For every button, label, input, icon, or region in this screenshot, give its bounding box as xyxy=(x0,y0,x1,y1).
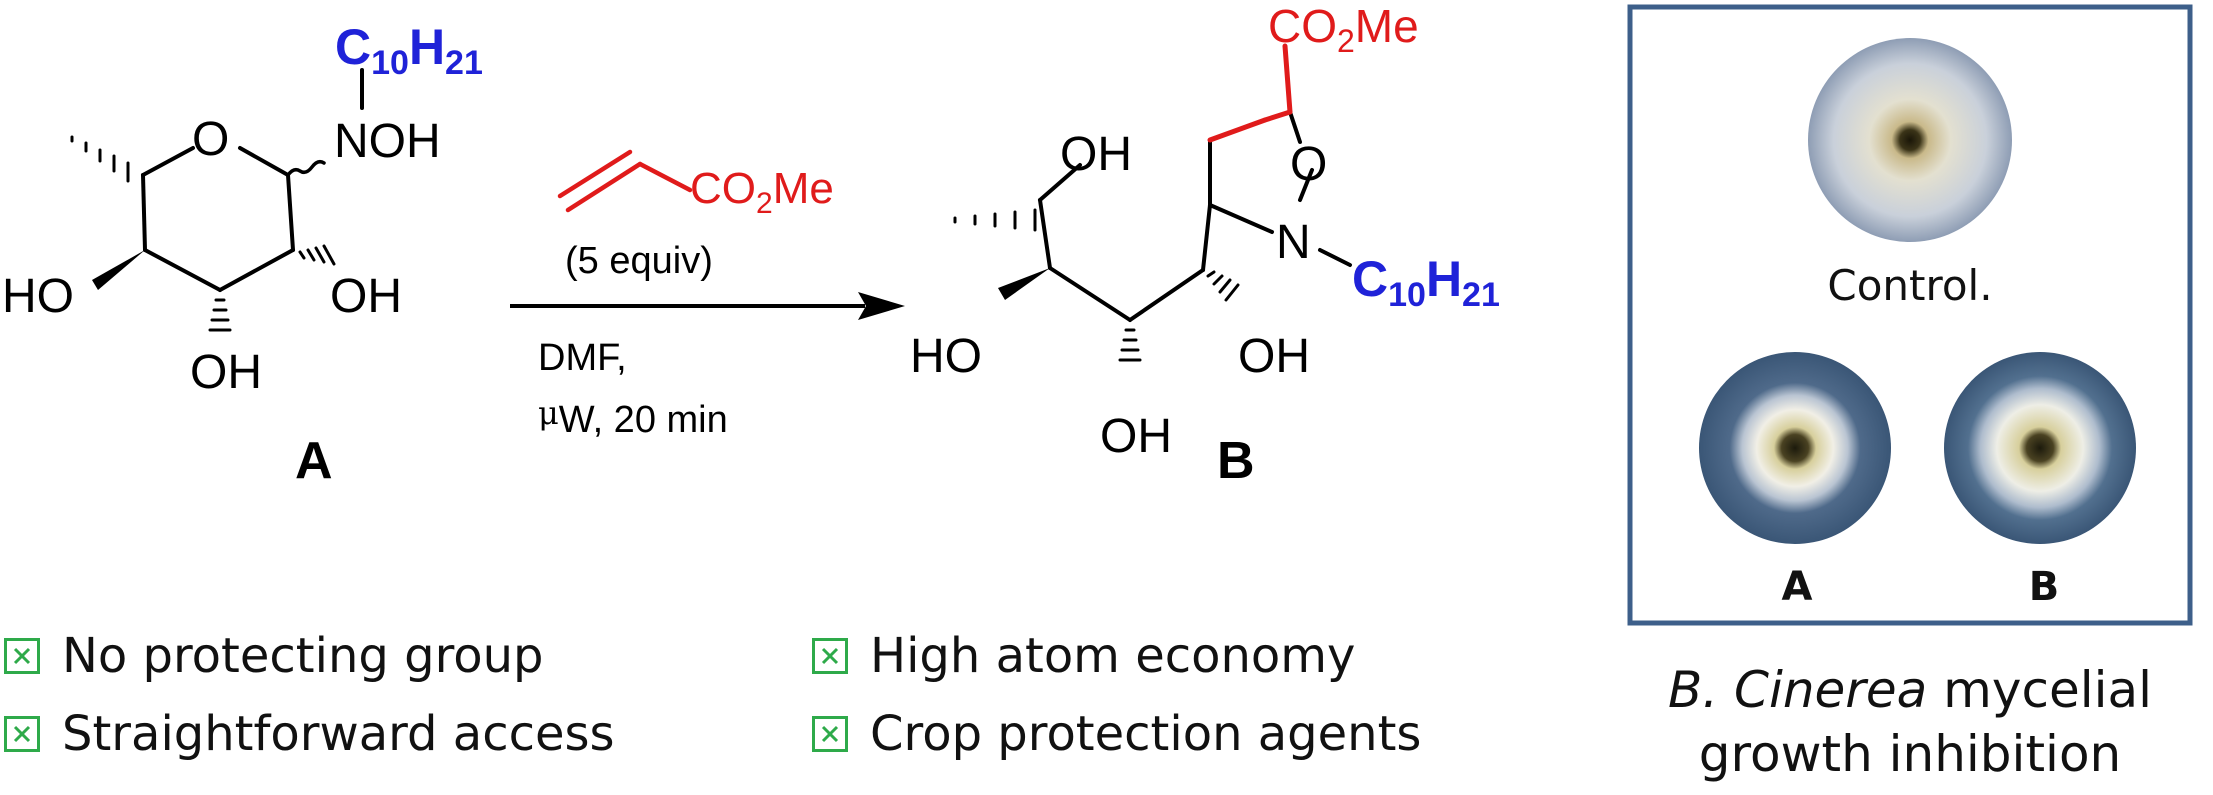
reagent-ester: CO2Me xyxy=(690,164,834,220)
oh-right-b: OH xyxy=(1238,330,1310,383)
check-icon xyxy=(812,716,848,752)
dish-a-label: A xyxy=(1782,564,1813,610)
caption-line2: growth inhibition xyxy=(1698,725,2122,783)
feature-text: High atom economy xyxy=(870,628,1356,684)
feature-item: High atom economy xyxy=(812,628,1355,684)
hashed-methyl-a xyxy=(70,135,130,183)
feature-text: Crop protection agents xyxy=(870,706,1422,762)
dish-b xyxy=(1944,352,2136,544)
isoxazolidine-new-bonds xyxy=(1207,43,1293,143)
compound-a xyxy=(70,68,364,332)
oh-right-a: OH xyxy=(330,270,402,323)
noh-group: NOH xyxy=(334,115,441,168)
wedge-bond-a xyxy=(92,250,145,290)
reaction-arrow-head xyxy=(858,292,905,320)
ring-oxygen-b: O xyxy=(1290,138,1327,191)
panel-caption: B. Cinerea mycelial growth inhibition xyxy=(1630,658,2190,786)
compound-a-label: A xyxy=(295,432,333,490)
feature-item: Crop protection agents xyxy=(812,706,1421,762)
ring-oxygen-a: O xyxy=(192,113,229,166)
oh-bottom-b: OH xyxy=(1100,410,1172,463)
caption-line1: mycelial xyxy=(1927,661,2153,719)
wavy-bond xyxy=(286,159,326,177)
ring-nitrogen-b: N xyxy=(1276,216,1311,269)
compound-b-label: B xyxy=(1217,432,1255,490)
control-dish xyxy=(1808,38,2012,242)
ho-left-a: HO xyxy=(2,270,74,323)
species-name: B. Cinerea xyxy=(1667,661,1928,719)
reaction-solvent: DMF, xyxy=(538,337,627,379)
reagent-equiv: (5 equiv) xyxy=(565,240,713,282)
feature-text: Straightforward access xyxy=(62,706,615,762)
feature-item: Straightforward access xyxy=(4,706,615,762)
check-icon xyxy=(4,638,40,674)
reaction-conditions: μW, 20 min xyxy=(538,394,728,441)
wedge-bond-b xyxy=(998,268,1050,300)
product-ester: CO2Me xyxy=(1268,0,1419,59)
feature-text: No protecting group xyxy=(62,628,544,684)
check-icon xyxy=(812,638,848,674)
methyl-acrylate xyxy=(557,149,693,213)
oh-bottom-a: OH xyxy=(190,346,262,399)
compound-b xyxy=(953,110,1352,362)
feature-item: No protecting group xyxy=(4,628,544,684)
oh-top-b: OH xyxy=(1060,128,1132,181)
alkyl-chain-b: C10H21 xyxy=(1352,251,1500,314)
dish-b-label: B xyxy=(2029,564,2060,610)
dish-a xyxy=(1699,352,1891,544)
ho-left-b: HO xyxy=(910,330,982,383)
control-label: Control. xyxy=(1827,261,1992,310)
alkyl-chain-a: C10H21 xyxy=(335,19,483,82)
check-icon xyxy=(4,716,40,752)
